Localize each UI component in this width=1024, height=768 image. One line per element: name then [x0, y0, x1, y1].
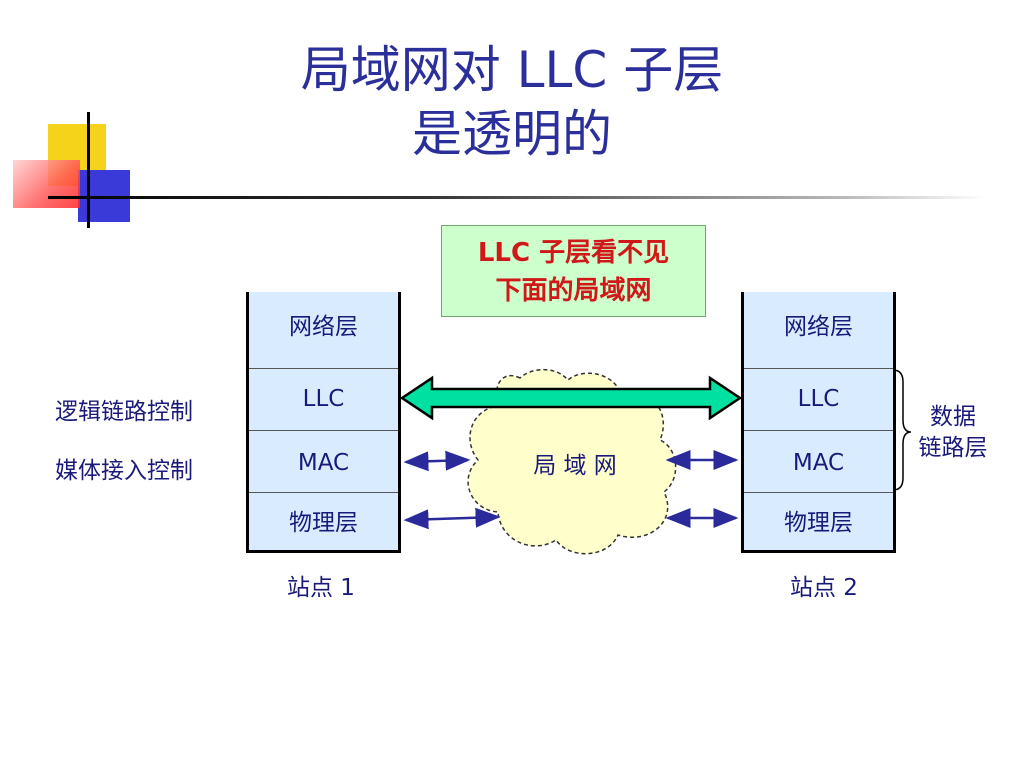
station-1-mac-layer: MAC [249, 431, 398, 493]
decor-vertical-line [87, 112, 90, 228]
station-2-llc-layer: LLC [744, 369, 893, 431]
callout-line-1: LLC 子层看不见 [477, 238, 670, 268]
mac-arrow-left [403, 450, 471, 472]
data-link-layer-label: 数据 链路层 [905, 402, 1001, 464]
station-1-network-layer: 网络层 [249, 292, 398, 369]
data-link-line-1: 数据 [930, 404, 976, 430]
station-1-llc-layer: LLC [249, 369, 398, 431]
station-1-physical-layer: 物理层 [249, 493, 398, 550]
phy-arrow-left [403, 507, 501, 530]
station-1-label: 站点 1 [287, 575, 355, 601]
station-2-stack: 网络层 LLC MAC 物理层 [741, 292, 896, 553]
callout-box: LLC 子层看不见 下面的局域网 [441, 225, 706, 317]
lan-cloud-label: 局 域 网 [533, 453, 617, 479]
station-2-physical-layer: 物理层 [744, 493, 893, 550]
callout-line-2: 下面的局域网 [495, 276, 652, 306]
mac-description-label: 媒体接入控制 [55, 458, 193, 484]
station-2-label: 站点 2 [790, 575, 858, 601]
llc-peer-arrow [399, 375, 743, 421]
station-1-stack: 网络层 LLC MAC 物理层 [246, 292, 401, 553]
title-line-2: 是透明的 [412, 105, 612, 163]
decor-horizontal-line [48, 196, 988, 199]
station-2-mac-layer: MAC [744, 431, 893, 493]
title-line-1: 局域网对 LLC 子层 [300, 41, 724, 99]
decor-red-square [13, 160, 80, 208]
llc-description-label: 逻辑链路控制 [55, 399, 193, 425]
station-2-network-layer: 网络层 [744, 292, 893, 369]
slide-title: 局域网对 LLC 子层 是透明的 [0, 38, 1024, 166]
data-link-line-2: 链路层 [918, 435, 988, 461]
